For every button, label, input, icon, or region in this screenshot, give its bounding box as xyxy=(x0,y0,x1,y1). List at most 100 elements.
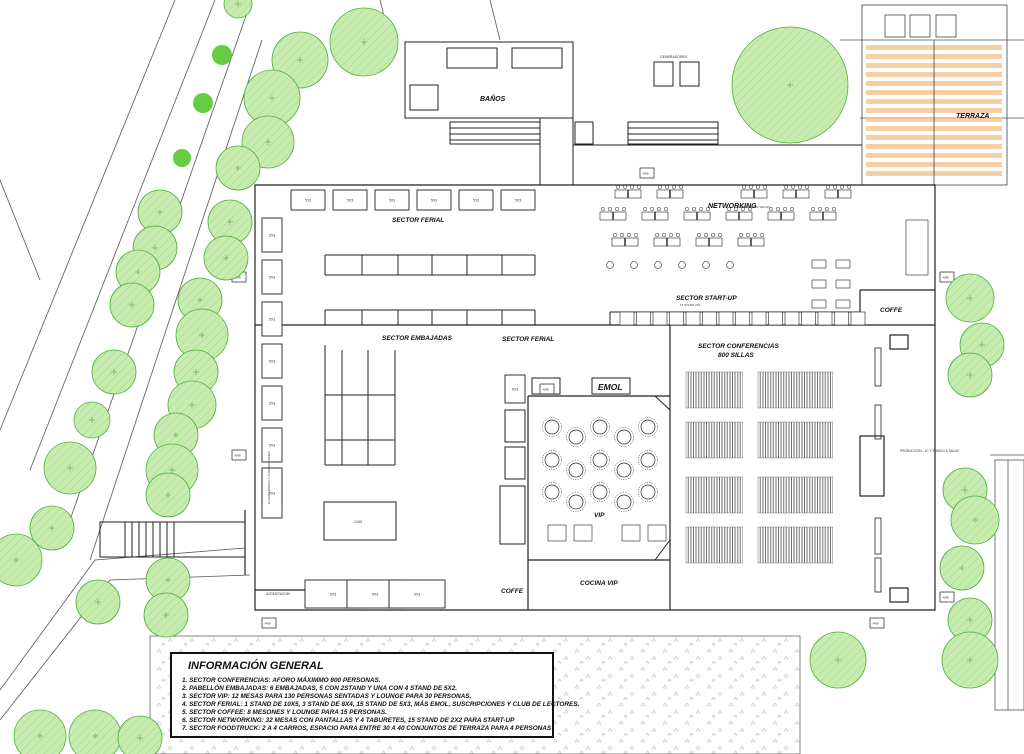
vip-round-table xyxy=(544,419,560,435)
arb-tag-label: ARB xyxy=(235,276,241,280)
networking-stool xyxy=(755,184,761,190)
networking-stool xyxy=(678,184,684,190)
chair-column xyxy=(825,371,828,409)
stand-size-label: 5X3 xyxy=(269,402,275,406)
chair-column xyxy=(685,421,689,459)
chair-column xyxy=(796,476,800,514)
chair-column xyxy=(706,526,709,564)
chair-column xyxy=(717,371,720,409)
chair-column xyxy=(760,476,763,514)
chair-column xyxy=(706,371,709,409)
info-line-5: 5. SECTOR COFFEE: 8 MESONES Y LOUNGE PAR… xyxy=(182,709,387,716)
chair-column xyxy=(796,526,800,564)
arb-tag-label: ARB xyxy=(543,388,549,392)
stand-size-label: 5X3 xyxy=(269,234,275,238)
chair-column xyxy=(735,371,738,409)
chair-column xyxy=(763,421,766,459)
arb-tag xyxy=(639,167,655,179)
chair-column xyxy=(817,476,820,514)
chair-column xyxy=(781,476,784,514)
arb-tag xyxy=(869,617,885,629)
ferial-stand-top xyxy=(290,189,326,211)
networking-stool xyxy=(768,206,774,212)
chair-column xyxy=(737,371,741,409)
chair-column xyxy=(809,371,813,409)
chair-column xyxy=(711,371,715,409)
chair-column xyxy=(724,476,728,514)
vip-lounge xyxy=(621,524,641,542)
startup-stand xyxy=(735,311,750,326)
chair-column xyxy=(825,421,828,459)
chair-column xyxy=(822,476,826,514)
chair-column xyxy=(730,526,733,564)
chair-column xyxy=(830,476,833,514)
vip-round-table xyxy=(544,484,560,500)
chair-column xyxy=(804,421,807,459)
chair-column xyxy=(760,371,763,409)
ferial-stand-top xyxy=(332,189,368,211)
chair-column xyxy=(770,421,774,459)
vip-table-chairs xyxy=(590,450,610,470)
startup-stand xyxy=(702,311,717,326)
chair-column xyxy=(722,421,725,459)
chair-column xyxy=(815,526,818,564)
chair-column xyxy=(740,421,743,459)
networking-stool xyxy=(664,184,670,190)
chair-column xyxy=(698,476,702,514)
networking-stool xyxy=(636,184,642,190)
networking-stool xyxy=(804,184,810,190)
startup-stand xyxy=(801,311,816,326)
vip-round-table xyxy=(568,429,584,445)
vip-table-chairs xyxy=(638,417,658,437)
chair-column xyxy=(778,476,781,514)
chair-column xyxy=(698,371,702,409)
chair-column xyxy=(770,476,774,514)
chair-column xyxy=(717,526,720,564)
chair-column xyxy=(727,476,730,514)
chair-column xyxy=(799,476,802,514)
chair-column xyxy=(732,526,735,564)
chair-column xyxy=(765,526,768,564)
chair-column xyxy=(773,476,776,514)
chair-column xyxy=(796,371,800,409)
chair-column xyxy=(776,526,779,564)
chair-column xyxy=(757,526,761,564)
chair-column xyxy=(807,371,810,409)
chair-column xyxy=(802,371,805,409)
chair-column xyxy=(820,421,823,459)
chair-column xyxy=(768,371,771,409)
chair-column xyxy=(828,526,831,564)
chair-column xyxy=(696,476,699,514)
chair-column xyxy=(804,371,807,409)
chair-column xyxy=(776,476,779,514)
stand-size-label: 5X3 xyxy=(305,199,311,203)
startup-stand xyxy=(751,311,767,326)
chair-column xyxy=(706,421,709,459)
startup-stand xyxy=(636,311,651,326)
chair-column xyxy=(768,526,771,564)
networking-stool xyxy=(752,232,758,238)
chair-column xyxy=(709,371,712,409)
chair-column xyxy=(804,476,807,514)
networking-stool xyxy=(671,184,677,190)
networking-stool xyxy=(698,206,704,212)
networking-stool xyxy=(717,232,723,238)
chair-column xyxy=(822,421,826,459)
networking-stool xyxy=(614,206,620,212)
chair-column xyxy=(727,526,730,564)
arb-tag-label: ARB xyxy=(643,172,649,176)
stand-size-label: 5X3 xyxy=(431,199,437,203)
arb-tag-label: ARB xyxy=(265,622,271,626)
stand-size-label: 5X3 xyxy=(269,360,275,364)
chair-column xyxy=(799,421,802,459)
networking-stool xyxy=(661,232,667,238)
chair-column xyxy=(714,371,717,409)
stand-size-label-big: 10X5 xyxy=(354,520,362,524)
chair-column xyxy=(776,421,779,459)
info-line-7: 7. SECTOR FOODTRUCK: 2 A 4 CARROS, ESPAC… xyxy=(182,725,552,732)
vip-round-table xyxy=(568,494,584,510)
label-sector-conferencias: SECTOR CONFERENCIAS xyxy=(698,343,779,350)
chair-column xyxy=(815,371,818,409)
chair-column xyxy=(778,526,781,564)
